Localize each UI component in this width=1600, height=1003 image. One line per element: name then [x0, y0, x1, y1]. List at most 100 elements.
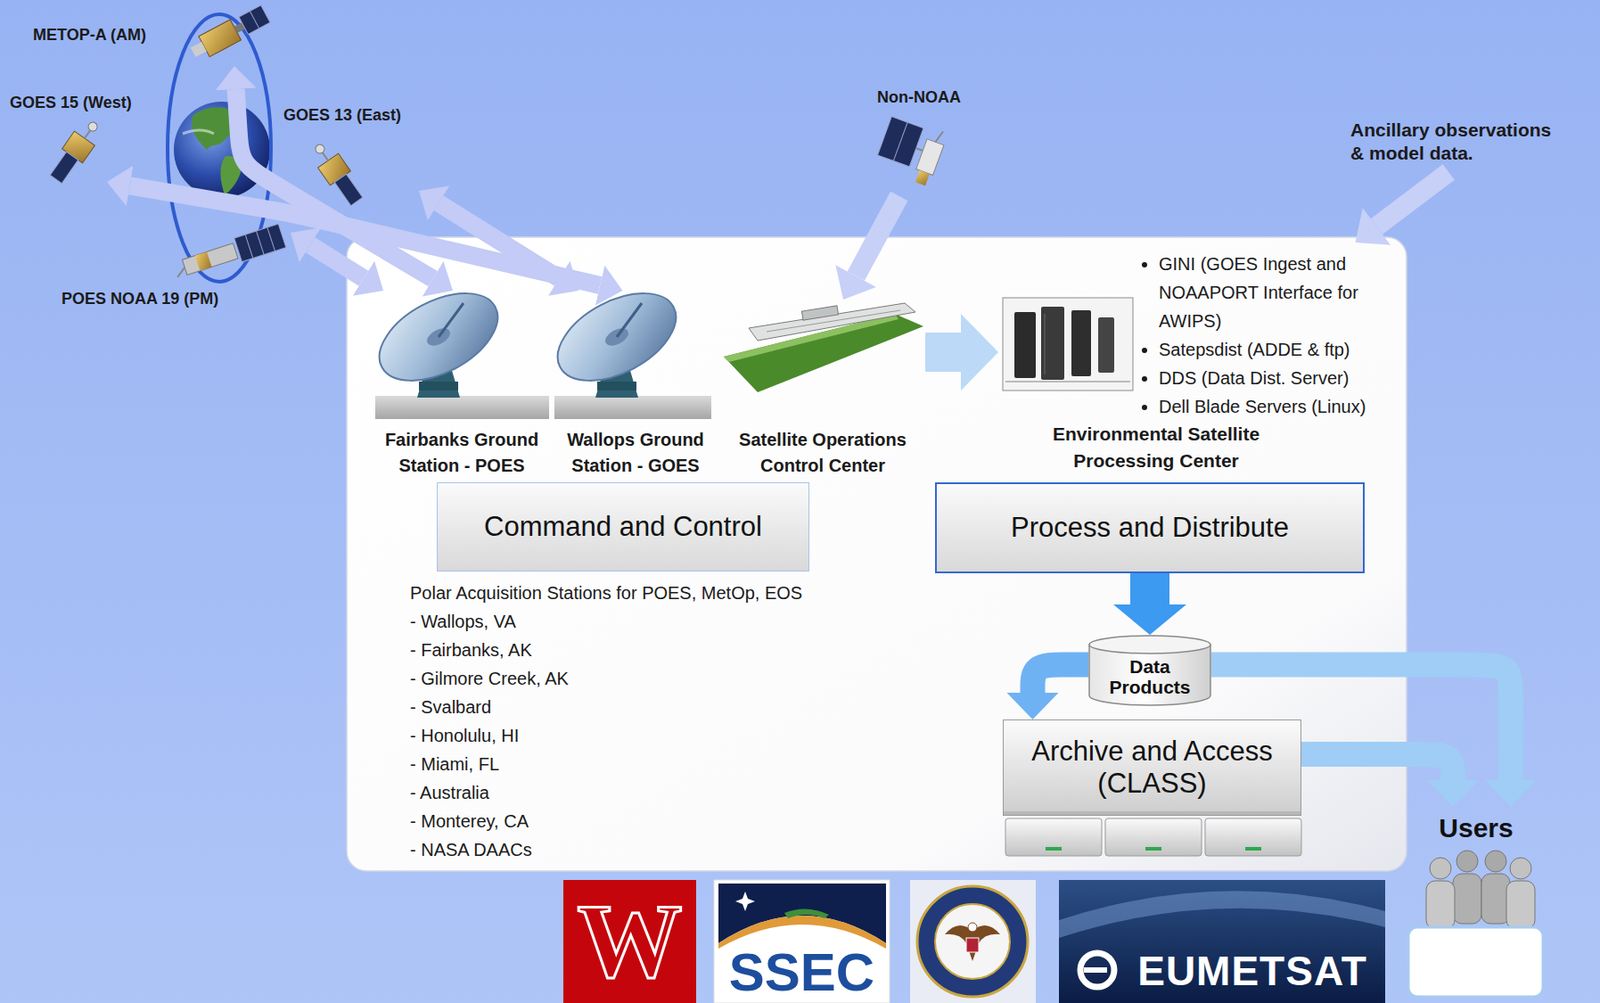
station-list-heading: Polar Acquisition Stations for POES, Met…: [410, 581, 910, 605]
bullet-item: DDS (Data Dist. Server): [1158, 363, 1395, 393]
box-title: Archive and Access (CLASS): [1003, 735, 1301, 800]
satellite-label: METOP-A (AM): [32, 24, 265, 45]
station-list-item: - Honolulu, HI: [410, 723, 910, 747]
non-noaa-satellite: [935, 130, 944, 144]
station-list-item: - Fairbanks, AK: [410, 638, 910, 662]
archive-servers: [1045, 846, 1062, 851]
flow-arrow: [1033, 664, 1090, 693]
wallops-dish: [616, 303, 642, 337]
wallops-dish: [543, 275, 691, 399]
flow-arrow: [236, 89, 434, 279]
users-icon: [1506, 880, 1535, 929]
users-icon: [1426, 880, 1455, 929]
flow-arrow: [1130, 573, 1170, 605]
goes-west-satellite: [86, 120, 99, 133]
ssec-logo: [713, 879, 890, 1003]
ground-station: Fairbanks Ground Station - POES: [372, 290, 551, 482]
ssec-logo: [718, 915, 887, 949]
dod-seal: [968, 922, 977, 932]
operations-center: Satellite Operations Control Center: [720, 299, 926, 482]
fairbanks-dish: [375, 395, 550, 419]
wallops-dish: [543, 275, 712, 419]
station-name: Wallops Ground Station - GOES: [554, 426, 717, 479]
poes-satellite: [195, 251, 213, 271]
processing-center: GINI (GOES Ingest and NOAAPORT Interface…: [998, 242, 1395, 478]
label-slot: - Honolulu, HI: [410, 723, 910, 747]
operations-building: [766, 310, 901, 332]
operations-building: [723, 303, 924, 393]
fairbanks-dish: [418, 381, 459, 391]
metop-satellite: [188, 3, 271, 63]
users-icon: [1481, 873, 1510, 924]
users-group: Users: [1406, 806, 1546, 848]
bullet-item: Satepsdist (ADDE & ftp): [1158, 335, 1395, 364]
operations-building: [801, 305, 838, 320]
source-text: Ancillary observations & model data.: [1350, 118, 1561, 165]
server-room-photo: [1002, 297, 1133, 391]
satellite-node: GOES 13 (East): [280, 105, 419, 202]
server-room-photo: [1005, 380, 1131, 383]
eumetsat-logo: [1080, 952, 1115, 987]
data-source-note: Ancillary observations & model data.: [1350, 118, 1569, 173]
label-slot: - NASA DAACs: [410, 837, 910, 862]
flow-arrow: [925, 332, 961, 372]
archive-servers: [1145, 846, 1162, 851]
station-name: Fairbanks Ground Station - POES: [372, 426, 551, 479]
label-slot: - Miami, FL: [410, 752, 910, 776]
non-noaa-satellite: [877, 116, 924, 167]
fairbanks-dish: [365, 275, 513, 399]
logo-wordmark: EUMETSAT: [1124, 946, 1380, 995]
wallops-dish: [597, 381, 637, 391]
flow-arrow: [130, 185, 600, 286]
fairbanks-dish: [438, 303, 464, 337]
label-slot: - Monterey, CA: [410, 809, 910, 833]
flow-arrow: [1376, 172, 1449, 227]
wallops-dish: [554, 395, 712, 419]
earth-globe: [173, 101, 271, 198]
server-room-photo: [1044, 313, 1046, 375]
logo-wordmark: W: [563, 884, 697, 999]
flow-arrow: [310, 245, 364, 279]
archive-servers: [1205, 818, 1302, 856]
users-icon: [1509, 857, 1532, 879]
non-noaa-satellite: [916, 139, 944, 176]
station-list-item: - Monterey, CA: [410, 809, 910, 833]
operations-building: [748, 303, 916, 341]
users-icon: [1456, 850, 1478, 872]
label-slot: - Gilmore Creek, AK: [410, 666, 910, 690]
satellite-node: GOES 15 (West): [7, 92, 150, 182]
metop-satellite: [249, 10, 259, 28]
ssec-logo: [735, 891, 755, 911]
archive-servers: [1005, 818, 1302, 856]
dod-seal: [966, 937, 979, 952]
flow-arrow: [855, 196, 899, 277]
dod-seal: [917, 886, 1028, 997]
logo-wordmark: SSEC: [713, 948, 890, 997]
users-icon: [1408, 927, 1543, 997]
poes-satellite: [171, 223, 286, 283]
server-room-photo: [1002, 297, 1133, 391]
archive-servers: [1245, 846, 1262, 851]
eumetsat-logo: [1083, 967, 1108, 973]
users-icon: [1429, 857, 1452, 879]
non-noaa-satellite: [916, 147, 924, 151]
earth-globe: [182, 130, 214, 134]
label-slot: W: [563, 884, 697, 999]
poes-satellite: [181, 243, 238, 276]
satellite-node: POES NOAA 19 (PM): [58, 224, 291, 311]
station-list-item: - Australia: [410, 780, 910, 805]
archive-servers: [1105, 818, 1202, 856]
non-noaa-satellite: [893, 122, 908, 161]
uw-logo: [563, 879, 697, 1003]
fairbanks-dish: [365, 275, 550, 419]
label-slot: Polar Acquisition Stations for POES, Met…: [410, 581, 910, 605]
bullet-item: GINI (GOES Ingest and NOAAPORT Interface…: [1158, 249, 1395, 336]
satellite-label: Non-NOAA: [877, 87, 977, 107]
ssec-logo: [713, 879, 890, 1003]
metop-satellite: [190, 41, 207, 58]
center-name: Environmental Satellite Processing Cente…: [1022, 420, 1290, 475]
users-icon: [1485, 850, 1507, 872]
dod-seal: [910, 879, 1036, 1003]
poes-satellite: [256, 230, 265, 255]
